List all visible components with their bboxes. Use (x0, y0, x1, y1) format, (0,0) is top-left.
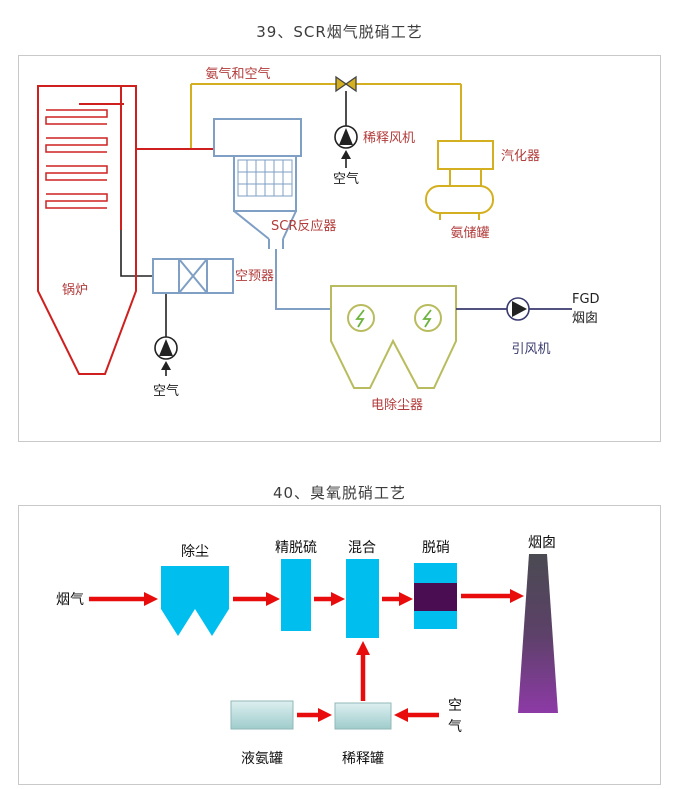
scr-catalyst-grid (237, 159, 293, 197)
stack-label: 烟囱 (528, 535, 556, 551)
scr-reactor-shape (213, 118, 302, 249)
fgd-stack-label: 烟囱 (572, 311, 598, 326)
dust-removal-block (161, 566, 229, 636)
scr-diagram-labels: 氨气和空气 稀释风机 空气 汽化器 氨储罐 SCR反应器 空预器 锅炉 空气 电… (62, 66, 600, 413)
boiler-coils (45, 109, 108, 209)
liquid-ammonia-tank-label: 液氨罐 (241, 751, 283, 767)
ammonia-air-label: 氨气和空气 (205, 66, 270, 82)
dilution-air-arrow-icon (341, 150, 351, 159)
stack-shape (518, 554, 558, 713)
air-preheater-shape (152, 258, 234, 294)
fine-desulfurization-block (281, 559, 311, 631)
ozone-diagram-panel: 烟气 除尘 精脱硫 混合 脱硝 烟囱 液氨罐 稀释罐 空气 (18, 505, 661, 785)
flow-arrows (89, 589, 524, 722)
fd-air-label: 空气 (153, 383, 179, 399)
air-preheater-label: 空预器 (235, 269, 274, 284)
esp-label: 电除尘器 (371, 398, 423, 413)
ammonia-tank-shape (425, 185, 494, 214)
ozone-diagram-labels: 烟气 除尘 精脱硫 混合 脱硝 烟囱 液氨罐 稀释罐 (56, 535, 556, 767)
section-title-ozone: 40、臭氧脱硝工艺 (272, 484, 407, 502)
scr-process-diagram: 氨气和空气 稀释风机 空气 汽化器 氨储罐 SCR反应器 空预器 锅炉 空气 电… (37, 66, 600, 413)
dilution-fan-label: 稀释风机 (363, 131, 415, 146)
air-label: 空气 (448, 698, 462, 735)
denitrification-label: 脱硝 (422, 540, 450, 556)
flue-duct-blue (275, 249, 331, 310)
dilution-air-label: 空气 (333, 171, 359, 187)
dilution-fan-icon (334, 125, 358, 149)
flue-gas-label: 烟气 (56, 592, 84, 608)
fd-fan-icon (154, 336, 178, 360)
dilution-tank-shape (334, 702, 392, 730)
mixing-block (346, 559, 379, 638)
fgd-label: FGD (572, 292, 600, 307)
vaporizer-shape (437, 140, 494, 170)
scr-diagram-panel: 氨气和空气 稀释风机 空气 汽化器 氨储罐 SCR反应器 空预器 锅炉 空气 电… (18, 55, 661, 442)
esp-spark-icons (355, 309, 432, 328)
boiler-shape (37, 85, 137, 375)
fine-desulfurization-label: 精脱硫 (275, 540, 317, 556)
valve-icon (335, 75, 357, 93)
liquid-ammonia-tank-shape (230, 700, 294, 730)
boiler-label: 锅炉 (62, 282, 88, 298)
dust-removal-label: 除尘 (181, 544, 209, 560)
ammonia-pipe-lines (190, 83, 482, 220)
id-fan-icon (506, 297, 530, 321)
vaporizer-label: 汽化器 (501, 149, 540, 164)
scr-reactor-label: SCR反应器 (271, 218, 336, 234)
ammonia-tank-label: 氨储罐 (450, 226, 489, 241)
dilution-tank-label: 稀释罐 (342, 751, 384, 767)
denitrification-block (414, 563, 457, 629)
mixing-label: 混合 (348, 540, 376, 556)
ozone-process-diagram: 烟气 除尘 精脱硫 混合 脱硝 烟囱 液氨罐 稀释罐 (56, 535, 558, 767)
fd-air-arrow-icon (161, 361, 171, 370)
id-fan-label: 引风机 (511, 342, 550, 357)
esp-shape (330, 285, 457, 389)
section-title-scr: 39、SCR烟气脱硝工艺 (256, 23, 423, 41)
